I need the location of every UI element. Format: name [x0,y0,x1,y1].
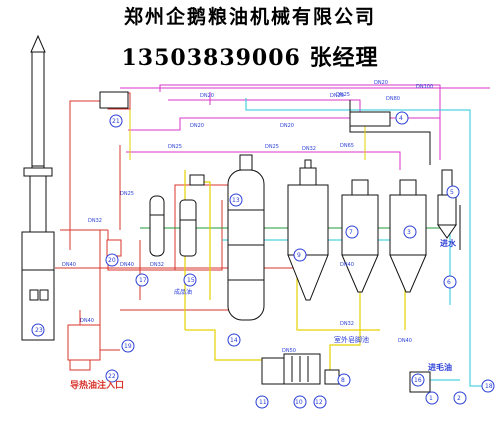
deodorization-tower [227,154,265,321]
finished-oil-label: 成品油 [174,288,192,296]
pipe-label: DN20 [280,123,294,129]
pipe-label: DN80 [386,96,400,102]
pipe-label: DN40 [340,262,354,268]
crude-oil-inlet-label: 进毛油 [428,362,452,372]
pipe-label: DN20 [374,80,388,86]
water-inlet-label: 进水 [440,238,457,248]
phone-contact: 13503839006 张经理 [121,45,379,71]
pipe-label: DN50 [282,348,296,354]
equipment-number: 13 [232,197,240,204]
equipment-number: 11 [259,399,267,406]
pipe-label: DN40 [120,262,134,268]
pipe-label: DN20 [200,93,214,99]
top-pipes [120,84,490,190]
equipment-number: 12 [315,399,323,406]
pipe-label: DN32 [302,146,316,152]
equipment-number: 3 [407,229,411,236]
pipe-label: DN40 [398,338,412,344]
equipment-number: 20 [108,257,116,264]
pipe-label: DN25 [265,144,279,150]
pipe-label: DN20 [190,123,204,129]
pipe-label: DN25 [120,191,134,197]
filter-towers [149,174,205,257]
pipe-label: DN40 [62,262,76,268]
pipe-label: DN20 [330,93,344,99]
equipment-number: 15 [187,277,195,284]
equipment-number: 2 [457,395,461,402]
pipe-label: DN40 [80,318,94,324]
pipe-label: DN32 [150,262,164,268]
equipment-number: 4 [399,115,403,122]
equipment-number: 17 [139,277,147,284]
equipment-number: 6 [447,279,451,286]
equipment-markers: 23 17 15 13 14 9 7 3 4 5 6 11 10 12 8 1 … [31,111,495,409]
pipe-label: DN65 [340,143,354,149]
equipment-number: 7 [349,229,353,236]
vacuum-unit [99,91,431,393]
process-tanks [287,159,457,301]
company-name: 郑州企鹅粮油机械有限公司 [123,6,376,28]
pipe-label: DN25 [336,92,350,98]
pipe-label: DN25 [168,144,182,150]
equipment-number: 22 [108,373,116,380]
equipment-number: 23 [35,327,43,334]
equipment-number: 14 [230,337,238,344]
equipment-number: 10 [295,399,303,406]
outdoor-soap-pool-label: 室外皂脚池 [334,335,369,344]
equipment-number: 16 [414,377,422,384]
chimney [21,34,55,341]
pipe-labels: DN20 DN20 DN20 DN20 DN20 DN25 DN25 DN25 … [62,80,433,354]
equipment-number: 5 [450,189,454,196]
thermal-oil-inlet-label: 导热油注入口 [70,379,124,391]
equipment-number: 18 [485,383,493,390]
pipe-label: DN100 [416,84,433,90]
equipment-number: 1 [429,395,433,402]
pipe-label: DN32 [88,218,102,224]
pipe-label: DN32 [340,321,354,327]
equipment-number: 9 [297,252,301,259]
equipment-number: 19 [124,343,132,350]
equipment-number: 21 [112,118,120,125]
text-labels: 室外皂脚池 进水 进毛油 导热油注入口 成品油 [70,238,457,391]
equipment-number: 8 [341,377,345,384]
